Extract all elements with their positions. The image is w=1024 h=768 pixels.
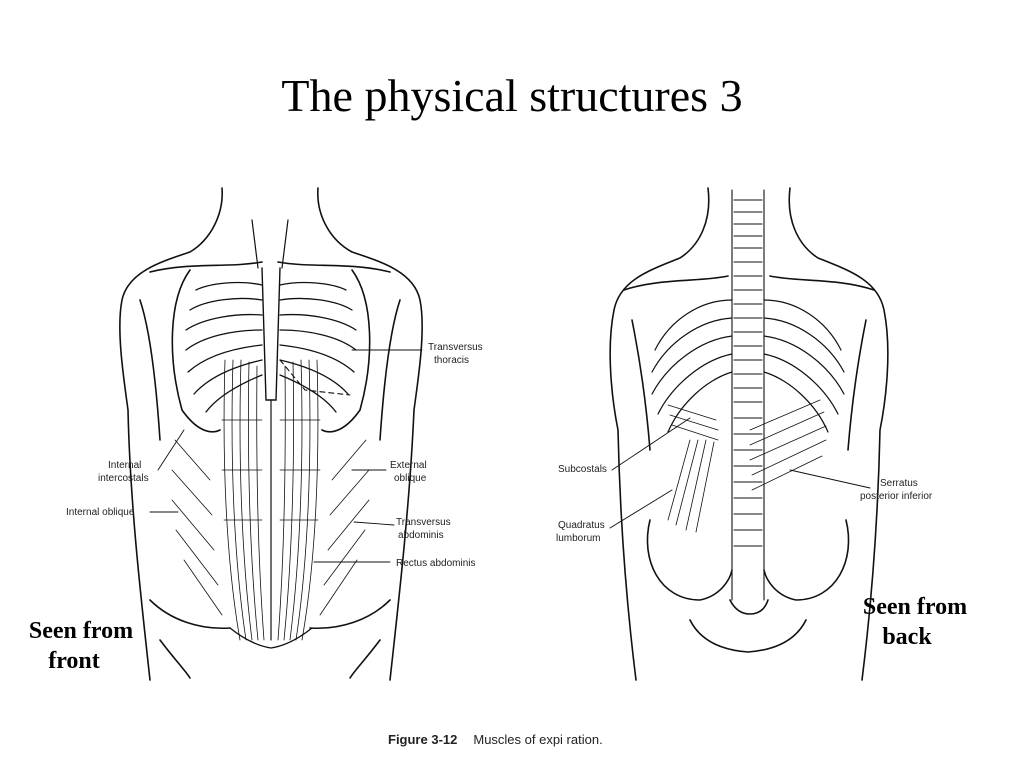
back-caption-line-1: Seen from [862, 594, 968, 620]
label-quadratus-lumborum-2: lumborum [556, 533, 600, 544]
front-view-caption: Seen from front [14, 616, 148, 676]
front-torso-illustration [119, 187, 423, 681]
label-transversus-abdominis-2: abdominis [398, 530, 444, 541]
label-subcostals: Subcostals [558, 464, 607, 475]
front-labels: Transversus thoracis Internal intercosta… [66, 342, 483, 569]
label-rectus-abdominis: Rectus abdominis [396, 558, 475, 569]
label-internal-intercostals-2: intercostals [98, 473, 149, 484]
label-internal-intercostals-1: Internal [108, 460, 141, 471]
label-serratus-posterior-1: Serratus [880, 478, 918, 489]
back-labels: Subcostals Quadratus lumborum Serratus p… [556, 464, 933, 544]
figure-caption: Figure 3-12 Muscles of expi ration. [388, 732, 603, 747]
label-external-oblique-2: oblique [394, 473, 427, 484]
front-caption-line-2: front [48, 648, 100, 674]
figure-caption-text: Muscles of expi ration. [473, 732, 603, 747]
slide-title: The physical structures 3 [281, 70, 743, 121]
front-caption-line-1: Seen from [28, 618, 134, 644]
label-transversus-thoracis-2: thoracis [434, 355, 469, 366]
back-caption-line-2: back [882, 624, 932, 650]
label-quadratus-lumborum-1: Quadratus [558, 520, 605, 531]
front-leader-lines [149, 349, 423, 563]
label-internal-oblique: Internal oblique [66, 507, 135, 518]
label-serratus-posterior-2: posterior inferior [860, 491, 933, 502]
back-view-caption: Seen from back [848, 592, 982, 652]
label-external-oblique-1: External [390, 460, 427, 471]
figure-number: Figure 3-12 [388, 732, 458, 747]
back-leader-lines [609, 417, 871, 529]
label-transversus-thoracis-1: Transversus [428, 342, 483, 353]
back-torso-illustration [609, 187, 889, 681]
label-transversus-abdominis-1: Transversus [396, 517, 451, 528]
